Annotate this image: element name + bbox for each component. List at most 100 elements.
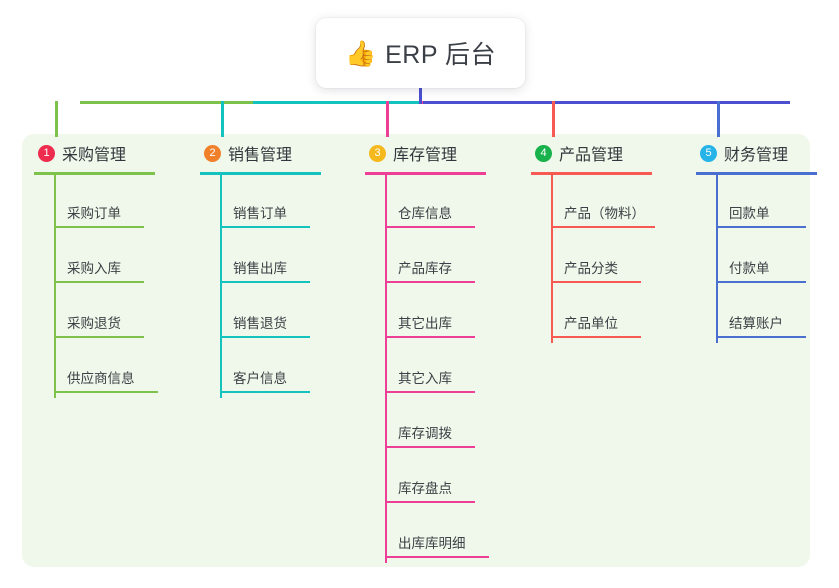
branch-item[interactable]: 采购入库 [22,230,144,285]
branch-spine [54,175,56,398]
branch-number-badge: 1 [38,144,55,162]
branch-item[interactable]: 库存调拨 [353,395,475,450]
branch-item-rule [551,226,655,228]
branch-item-label: 供应商信息 [67,371,135,386]
branch-title: 财务管理 [724,147,789,164]
branch-item[interactable]: 供应商信息 [22,340,158,395]
branch-item-label: 库存盘点 [398,481,452,496]
branch-items: 采购订单采购入库采购退货供应商信息 [22,172,158,395]
branch-title: 采购管理 [62,147,127,164]
branch-item-rule [385,391,475,393]
branch-item-label: 销售订单 [233,206,287,221]
branch-item[interactable]: 回款单 [684,175,806,230]
branch-header-5[interactable]: 5 财务管理 [684,134,788,172]
branch-item[interactable]: 产品分类 [519,230,641,285]
branch-item[interactable]: 其它出库 [353,285,475,340]
branch-item[interactable]: 库存盘点 [353,450,475,505]
branch-header-rule [365,172,486,175]
branch-item-rule [54,226,144,228]
branch-item[interactable]: 采购退货 [22,285,144,340]
branch-item-label: 结算账户 [729,316,783,331]
branch-item[interactable]: 销售出库 [188,230,310,285]
root-trunk-connector [419,84,422,104]
branch-header-3[interactable]: 3 库存管理 [353,134,457,172]
branch-item-label: 采购订单 [67,206,121,221]
branches-panel [22,134,810,567]
branch-item-label: 采购入库 [67,261,121,276]
branch-header-1[interactable]: 1 采购管理 [22,134,126,172]
branch-item-rule [220,281,310,283]
branch-spine [716,175,718,343]
root-node[interactable]: 👍 ERP 后台 [316,18,525,88]
branch-column-5: 5 财务管理回款单付款单结算账户 [684,134,817,343]
branch-item[interactable]: 产品单位 [519,285,641,340]
branch-title: 产品管理 [559,147,624,164]
branch-item-label: 产品单位 [564,316,618,331]
branch-item[interactable]: 采购订单 [22,175,144,230]
bus-segment-4 [423,101,720,104]
branch-number-badge: 5 [700,144,717,162]
branch-item-rule [220,226,310,228]
branch-item-label: 产品分类 [564,261,618,276]
branch-item-rule [54,391,158,393]
branch-item[interactable]: 其它入库 [353,340,475,395]
branch-item-label: 销售出库 [233,261,287,276]
branch-header-rule [531,172,652,175]
branch-item-rule [551,336,641,338]
branch-item-rule [385,446,475,448]
branch-spine [220,175,222,398]
drop-connector-4 [552,101,555,137]
branch-item[interactable]: 产品（物料） [519,175,655,230]
branch-item-rule [220,391,310,393]
branch-item-label: 销售退货 [233,316,287,331]
branch-number-badge: 4 [535,144,552,162]
bus-segment-5 [720,101,790,104]
branch-item[interactable]: 仓库信息 [353,175,475,230]
branch-item-label: 仓库信息 [398,206,452,221]
branch-column-3: 3 库存管理仓库信息产品库存其它出库其它入库库存调拨库存盘点出库库明细 [353,134,489,563]
branch-item-rule [385,336,475,338]
branch-item[interactable]: 产品库存 [353,230,475,285]
branch-header-rule [200,172,321,175]
branch-column-1: 1 采购管理采购订单采购入库采购退货供应商信息 [22,134,158,398]
branch-item[interactable]: 销售订单 [188,175,310,230]
thumbs-up-icon: 👍 [344,38,377,68]
branch-item[interactable]: 客户信息 [188,340,310,395]
branch-item-label: 其它出库 [398,316,452,331]
branch-items: 销售订单销售出库销售退货客户信息 [188,172,310,395]
branch-item-label: 客户信息 [233,371,287,386]
branch-item[interactable]: 结算账户 [684,285,806,340]
branch-spine [551,175,553,343]
branch-title: 库存管理 [393,147,458,164]
branch-items: 仓库信息产品库存其它出库其它入库库存调拨库存盘点出库库明细 [353,172,489,560]
branch-header-rule [696,172,817,175]
bus-segment-2 [253,101,420,104]
branch-item-rule [220,336,310,338]
branch-item-label: 库存调拨 [398,426,452,441]
drop-connector-3 [386,101,389,137]
branch-item-rule [54,281,144,283]
branch-number-badge: 3 [369,144,386,162]
branch-item-label: 出库库明细 [398,536,466,551]
branch-item-rule [716,226,806,228]
bus-segment-1 [80,101,253,104]
branch-header-4[interactable]: 4 产品管理 [519,134,623,172]
branch-column-4: 4 产品管理产品（物料） 产品分类产品单位 [519,134,655,343]
branch-item-label: 产品库存 [398,261,452,276]
drop-connector-5 [717,101,720,137]
branch-item-rule [54,336,144,338]
root-title: ERP 后台 [385,41,497,69]
branch-item[interactable]: 销售退货 [188,285,310,340]
branch-spine [385,175,387,563]
branch-item[interactable]: 付款单 [684,230,806,285]
branch-item-label: 回款单 [729,206,770,221]
branch-header-rule [34,172,155,175]
branch-items: 产品（物料） 产品分类产品单位 [519,172,655,340]
branch-item-rule [716,281,806,283]
branch-item[interactable]: 出库库明细 [353,505,489,560]
branch-item-label: 采购退货 [67,316,121,331]
drop-connector-1 [55,101,58,137]
